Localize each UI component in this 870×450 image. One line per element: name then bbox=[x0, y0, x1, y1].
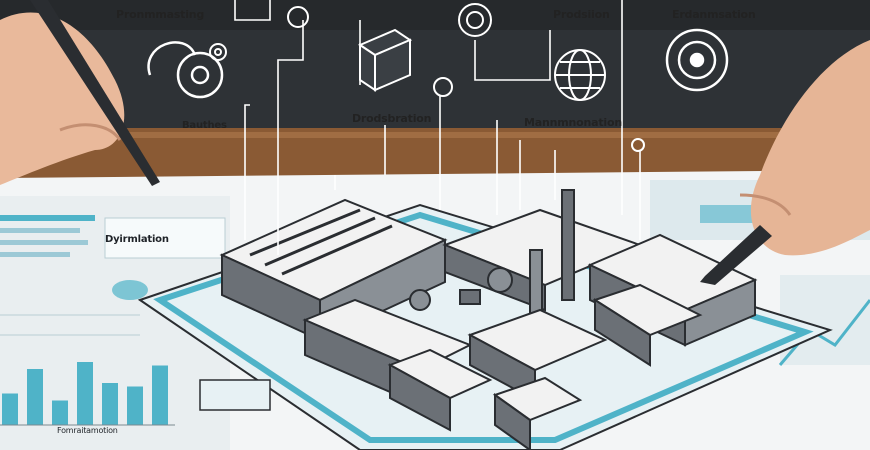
label-mid-left: Bauthes bbox=[182, 120, 227, 131]
smokestack bbox=[529, 189, 575, 321]
label-top-left: Pronmmasting bbox=[116, 8, 205, 21]
factory-building-h bbox=[387, 348, 493, 432]
right-pen bbox=[700, 225, 772, 285]
target-icon bbox=[458, 3, 492, 37]
label-top-right: Erdanmsation bbox=[672, 8, 756, 21]
right-hand bbox=[739, 40, 870, 256]
chart-bar bbox=[77, 362, 93, 425]
chart-bar bbox=[152, 365, 168, 425]
label-mid-right: Mannmnonation bbox=[524, 116, 622, 129]
chart-bar bbox=[127, 386, 143, 425]
bar-chart bbox=[2, 362, 168, 425]
factory-building-f bbox=[467, 308, 608, 402]
power-icon bbox=[287, 6, 645, 152]
sawblade-icon bbox=[665, 28, 729, 92]
pipe-gear-icon bbox=[147, 41, 224, 99]
blackboard-shade bbox=[0, 0, 870, 30]
connector-lines bbox=[234, 0, 641, 255]
label-mid-center: Drodsbration bbox=[352, 112, 432, 125]
cube-stack-icon bbox=[357, 28, 413, 92]
factory-building-e bbox=[592, 283, 703, 367]
label-chart-footer: Fomraitamotion bbox=[57, 426, 118, 435]
chart-bar bbox=[102, 383, 118, 425]
label-document-left: Dyirmlation bbox=[105, 234, 169, 245]
gear-icon bbox=[209, 43, 227, 61]
chart-bar bbox=[2, 393, 18, 425]
label-top-center: Prodsiion bbox=[553, 8, 610, 21]
factory-building-g bbox=[492, 376, 583, 450]
globe-icon bbox=[554, 49, 606, 101]
left-pen bbox=[30, 0, 160, 186]
desk-highlight bbox=[0, 132, 870, 138]
left-hand bbox=[0, 12, 125, 185]
machinery-cluster bbox=[199, 267, 513, 411]
chart-bar bbox=[27, 369, 43, 425]
chart-bar bbox=[52, 400, 68, 425]
